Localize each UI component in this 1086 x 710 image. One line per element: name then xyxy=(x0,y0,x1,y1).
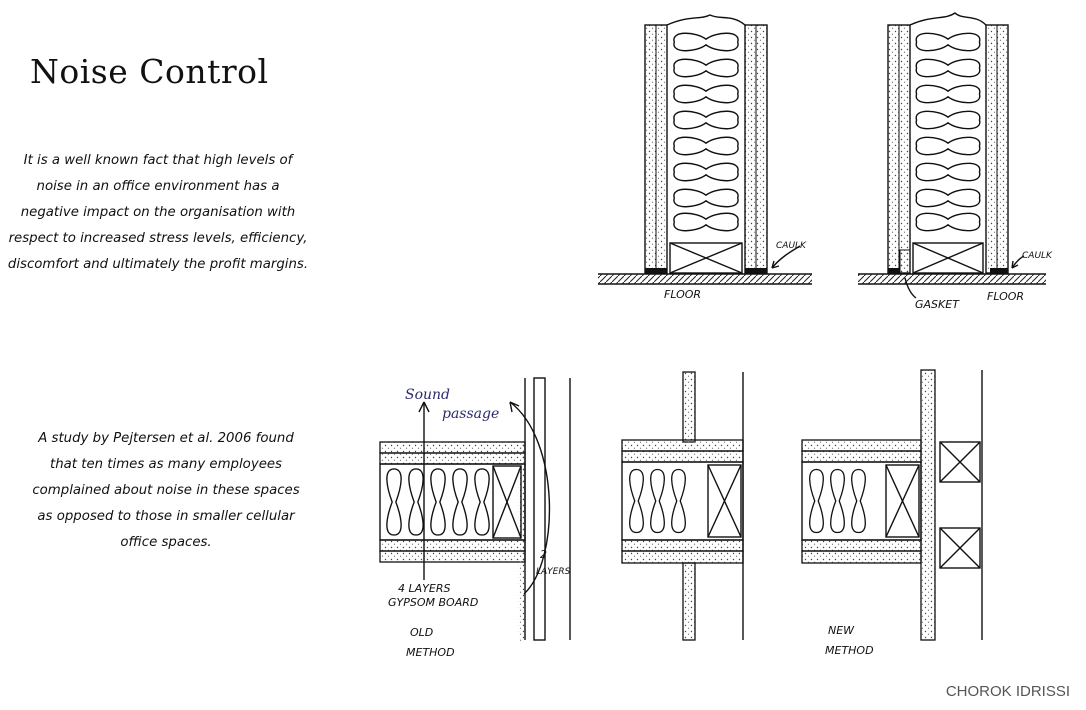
layers4-label-line2: GYPSOM BOARD xyxy=(388,596,478,609)
new-method-section xyxy=(801,369,983,641)
layers2-label-line2: LAYERS xyxy=(536,567,571,577)
caulk-label-right: CAULK xyxy=(1022,251,1053,261)
sound-label-line1: Sound xyxy=(405,387,450,403)
old-method-section xyxy=(379,377,571,642)
wall-section-gasket xyxy=(858,12,1046,299)
study-paragraph: A study by Pejtersen et al. 2006 found t… xyxy=(32,431,300,550)
new-method-label-line1: NEW xyxy=(828,624,855,637)
gasket-label: GASKET xyxy=(915,298,960,311)
middle-junction-section xyxy=(621,371,744,641)
floor-label-left: FLOOR xyxy=(664,288,701,301)
author-credit: CHOROK IDRISSI xyxy=(945,683,1070,700)
sound-label-line2: passage xyxy=(442,406,499,422)
layers2-label-line1: 2 xyxy=(540,548,547,561)
intro-paragraph: It is a well known fact that high levels… xyxy=(7,153,309,272)
floor-label-right: FLOOR xyxy=(987,290,1024,303)
layers4-label-line1: 4 LAYERS xyxy=(398,582,450,595)
old-method-label-line1: OLD xyxy=(410,626,433,639)
old-method-label-line2: METHOD xyxy=(406,646,455,659)
page-title: Noise Control xyxy=(30,52,269,91)
new-method-label-line2: METHOD xyxy=(825,644,874,657)
caulk-label-left: CAULK xyxy=(776,241,807,251)
wall-section-caulk xyxy=(598,14,812,285)
